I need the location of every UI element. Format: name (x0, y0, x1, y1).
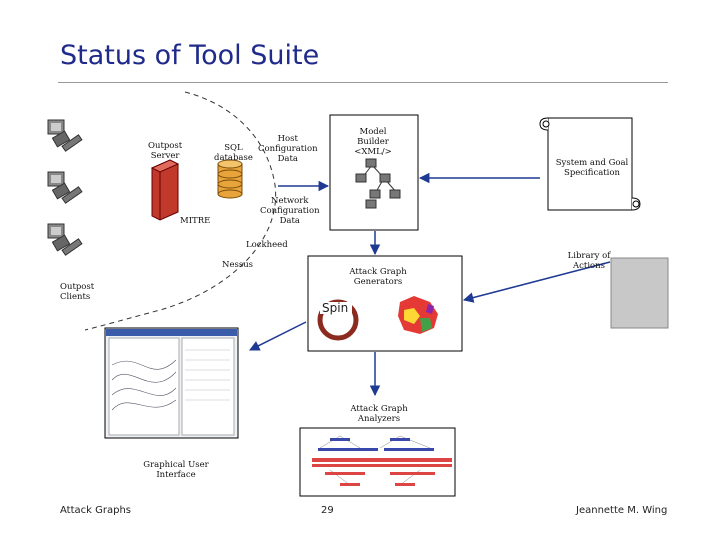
spin-logo-icon (317, 299, 359, 341)
system-goal-spec-label: System and Goal Specification (555, 158, 629, 178)
outpost-clients-label: Outpost Clients (60, 282, 95, 302)
model-builder-box (329, 114, 419, 231)
library-of-actions-label: Library of Actions (567, 251, 611, 271)
page-number: 29 (321, 505, 334, 516)
server-icon (150, 159, 180, 221)
computer-icon (47, 223, 83, 256)
gui-graph-pane (108, 337, 180, 436)
attack-graph-analyzers-label: Attack Graph Analyzers (350, 404, 408, 424)
lockheed-label: Lockheed (246, 240, 288, 250)
gui-graph-lines (111, 359, 177, 411)
computer-icon (47, 171, 83, 204)
title-rule (58, 82, 668, 83)
network-icon (355, 158, 401, 209)
arrow-library-to-generators (462, 261, 611, 303)
gui-titlebar (106, 329, 237, 336)
nessus-label: Nessus (222, 260, 254, 270)
mitre-label: MITRE (180, 216, 211, 226)
computer-icon (47, 119, 83, 152)
database-icon (217, 159, 243, 199)
arrow-generators-to-gui (249, 321, 307, 351)
gui-label: Graphical User Interface (143, 460, 209, 480)
slide-title: Status of Tool Suite (60, 40, 320, 71)
footer-right: Jeannette M. Wing (576, 505, 668, 516)
scroll-icon (539, 117, 641, 211)
host-config-label: Host Configuration Data (258, 134, 318, 164)
library-of-actions-box (610, 257, 669, 329)
gui-list-rows (185, 349, 230, 401)
model-builder-label: Model Builder <XML/> (354, 127, 392, 157)
spin-logo-text: Spin (322, 301, 349, 315)
attack-graph-generators-label: Attack Graph Generators (349, 267, 407, 287)
map-graphic-icon (398, 296, 438, 334)
attack-tree-nodes (312, 438, 452, 486)
footer-left: Attack Graphs (60, 505, 131, 516)
gui-list-pane (181, 337, 235, 436)
outpost-server-label: Outpost Server (148, 141, 183, 161)
sql-database-label: SQL database (214, 143, 253, 163)
network-boundary-dashed (84, 91, 277, 331)
network-config-label: Network Configuration Data (260, 196, 320, 226)
